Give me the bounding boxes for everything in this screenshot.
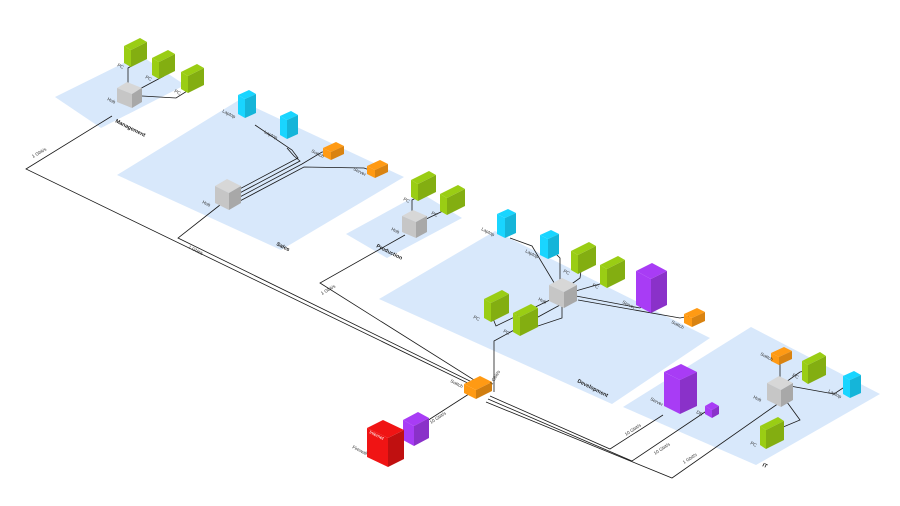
label-firewall: Firewall [352,444,368,456]
link-label-sales: 1 Gbit/s [188,244,205,256]
link-production [319,234,483,386]
pc-development-2[interactable] [600,256,625,288]
switch-it[interactable] [771,347,792,365]
dept-label-it: IT [761,462,769,470]
link-it [485,401,780,479]
label-switch: Switch [760,351,775,362]
pc-development-3[interactable] [484,290,509,322]
link-sales [177,204,481,387]
label-pc: PC [563,268,572,276]
hub-management[interactable] [117,82,142,108]
label-server: Server [353,166,368,177]
switch-sales-1[interactable] [323,142,344,160]
laptop-sales-2[interactable] [280,111,298,139]
firewall-device[interactable] [403,412,429,446]
hub-it[interactable] [767,376,793,407]
core-switch[interactable] [464,376,492,399]
dept-label-management: Management [114,118,146,138]
label-switch: Switch [450,378,465,389]
link-label-production: 1 Gbit/s [320,283,337,296]
label-pc: PC [750,440,759,448]
label-laptop: Laptop [525,248,540,259]
label-hub: Hub [202,199,212,207]
label-pc: PC [117,62,126,70]
label-internet: Internet [369,429,386,441]
label-laptop: Laptop [828,388,843,399]
label-laptop: Laptop [481,226,496,237]
hub-sales[interactable] [215,179,241,210]
pc-management-3[interactable] [181,64,204,93]
label-pc: PC [145,74,154,82]
label-switch: Switch [671,319,686,330]
hub-production[interactable] [402,210,427,238]
internet-cloud[interactable] [367,420,404,467]
link-server [489,395,664,450]
local-link [233,147,301,197]
pc-it-2[interactable] [760,417,784,449]
label-db: DB [696,409,704,416]
hub-development[interactable] [549,278,577,308]
label-hub: Hub [391,226,401,234]
link-management [25,115,479,389]
dept-label-sales: Sales [275,241,290,253]
label-pc: PC [792,372,801,380]
link-db [487,398,709,462]
link-label-it: 1 Gbit/s [682,452,699,465]
pc-production-1[interactable] [411,171,436,201]
server-core[interactable] [664,364,697,414]
laptop-development-1[interactable] [497,209,516,238]
link-label-development: 1 Gbit/s [489,369,502,386]
server-development[interactable] [636,263,667,313]
label-pc: PC [174,88,183,96]
pc-development-4[interactable] [513,304,538,336]
switch-sales-2[interactable] [367,160,388,178]
label-switch: Switch [311,148,326,159]
switch-development[interactable] [684,308,705,327]
zone-sales [117,100,404,250]
pc-it-1[interactable] [802,352,826,384]
db-device[interactable] [705,402,719,418]
label-laptop: Laptop [264,129,279,140]
label-pc: PC [503,328,512,336]
local-link [231,124,299,194]
local-link [509,237,557,287]
link-label-db: 10 Gbit/s [653,441,672,456]
laptop-it[interactable] [843,371,861,398]
label-pc: PC [592,282,601,290]
laptop-development-2[interactable] [540,230,559,259]
pc-development-1[interactable] [571,242,596,274]
label-hub: Hub [538,296,548,304]
label-pc: PC [403,196,412,204]
label-pc: PC [431,210,440,218]
pc-management-1[interactable] [124,38,147,67]
label-laptop: Laptop [222,108,237,119]
laptop-sales-1[interactable] [238,90,256,118]
label-server: Server [622,299,637,310]
label-hub: Hub [753,394,763,402]
label-hub: Hub [107,96,117,104]
label-server: Server [650,396,665,407]
zone-development [379,231,710,404]
pc-production-2[interactable] [440,185,465,215]
local-link [789,385,847,395]
pc-management-2[interactable] [152,50,175,79]
label-pc: PC [473,314,482,322]
